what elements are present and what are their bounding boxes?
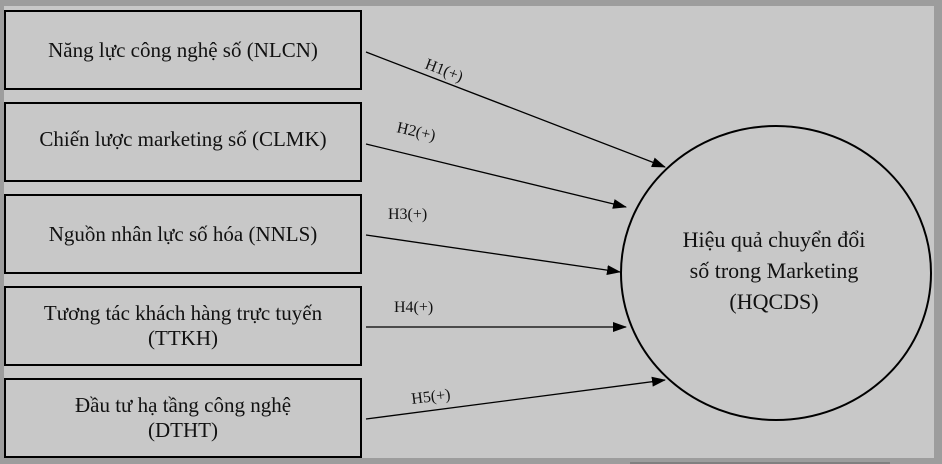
bottom-edge-strip (630, 462, 890, 464)
hypothesis-h3-label: H3(+) (388, 206, 427, 223)
hypothesis-h5-label: H5(+) (410, 386, 451, 408)
diagram-links: H1(+) H2(+) H3(+) H4(+) H5(+) (365, 51, 932, 421)
node-nlcn: Năng lực công nghệ số (NLCN) (4, 10, 362, 90)
arrow-h3 (365, 234, 621, 276)
arrow-h1 (365, 51, 666, 168)
node-hqcds-circle (620, 125, 932, 421)
node-dtht: Đầu tư hạ tầng công nghệ (DTHT) (4, 378, 362, 458)
node-clmk-label: Chiến lược marketing số (CLMK) (39, 126, 327, 151)
node-ttkh: Tương tác khách hàng trực tuyến (TTKH) (4, 286, 362, 366)
node-dtht-label: Đầu tư hạ tầng công nghệ (DTHT) (74, 393, 292, 442)
node-hqcds-label: Hiệu quả chuyển đổi số trong Marketing (… (682, 227, 866, 314)
node-clmk: Chiến lược marketing số (CLMK) (4, 102, 362, 182)
diagram-canvas: Năng lực công nghệ số (NLCN) Chiến lược … (4, 6, 934, 458)
node-nnls: Nguồn nhân lực số hóa (NNLS) (4, 194, 362, 274)
node-nnls-label: Nguồn nhân lực số hóa (NNLS) (48, 221, 318, 246)
hypothesis-h2-label: H2(+) (395, 119, 437, 144)
node-ttkh-label: Tương tác khách hàng trực tuyến (TTKH) (43, 301, 323, 350)
arrow-h5 (365, 376, 666, 420)
arrow-h2 (365, 143, 627, 209)
hypothesis-h4-label: H4(+) (394, 299, 433, 316)
node-nlcn-label: Năng lực công nghệ số (NLCN) (48, 37, 318, 62)
